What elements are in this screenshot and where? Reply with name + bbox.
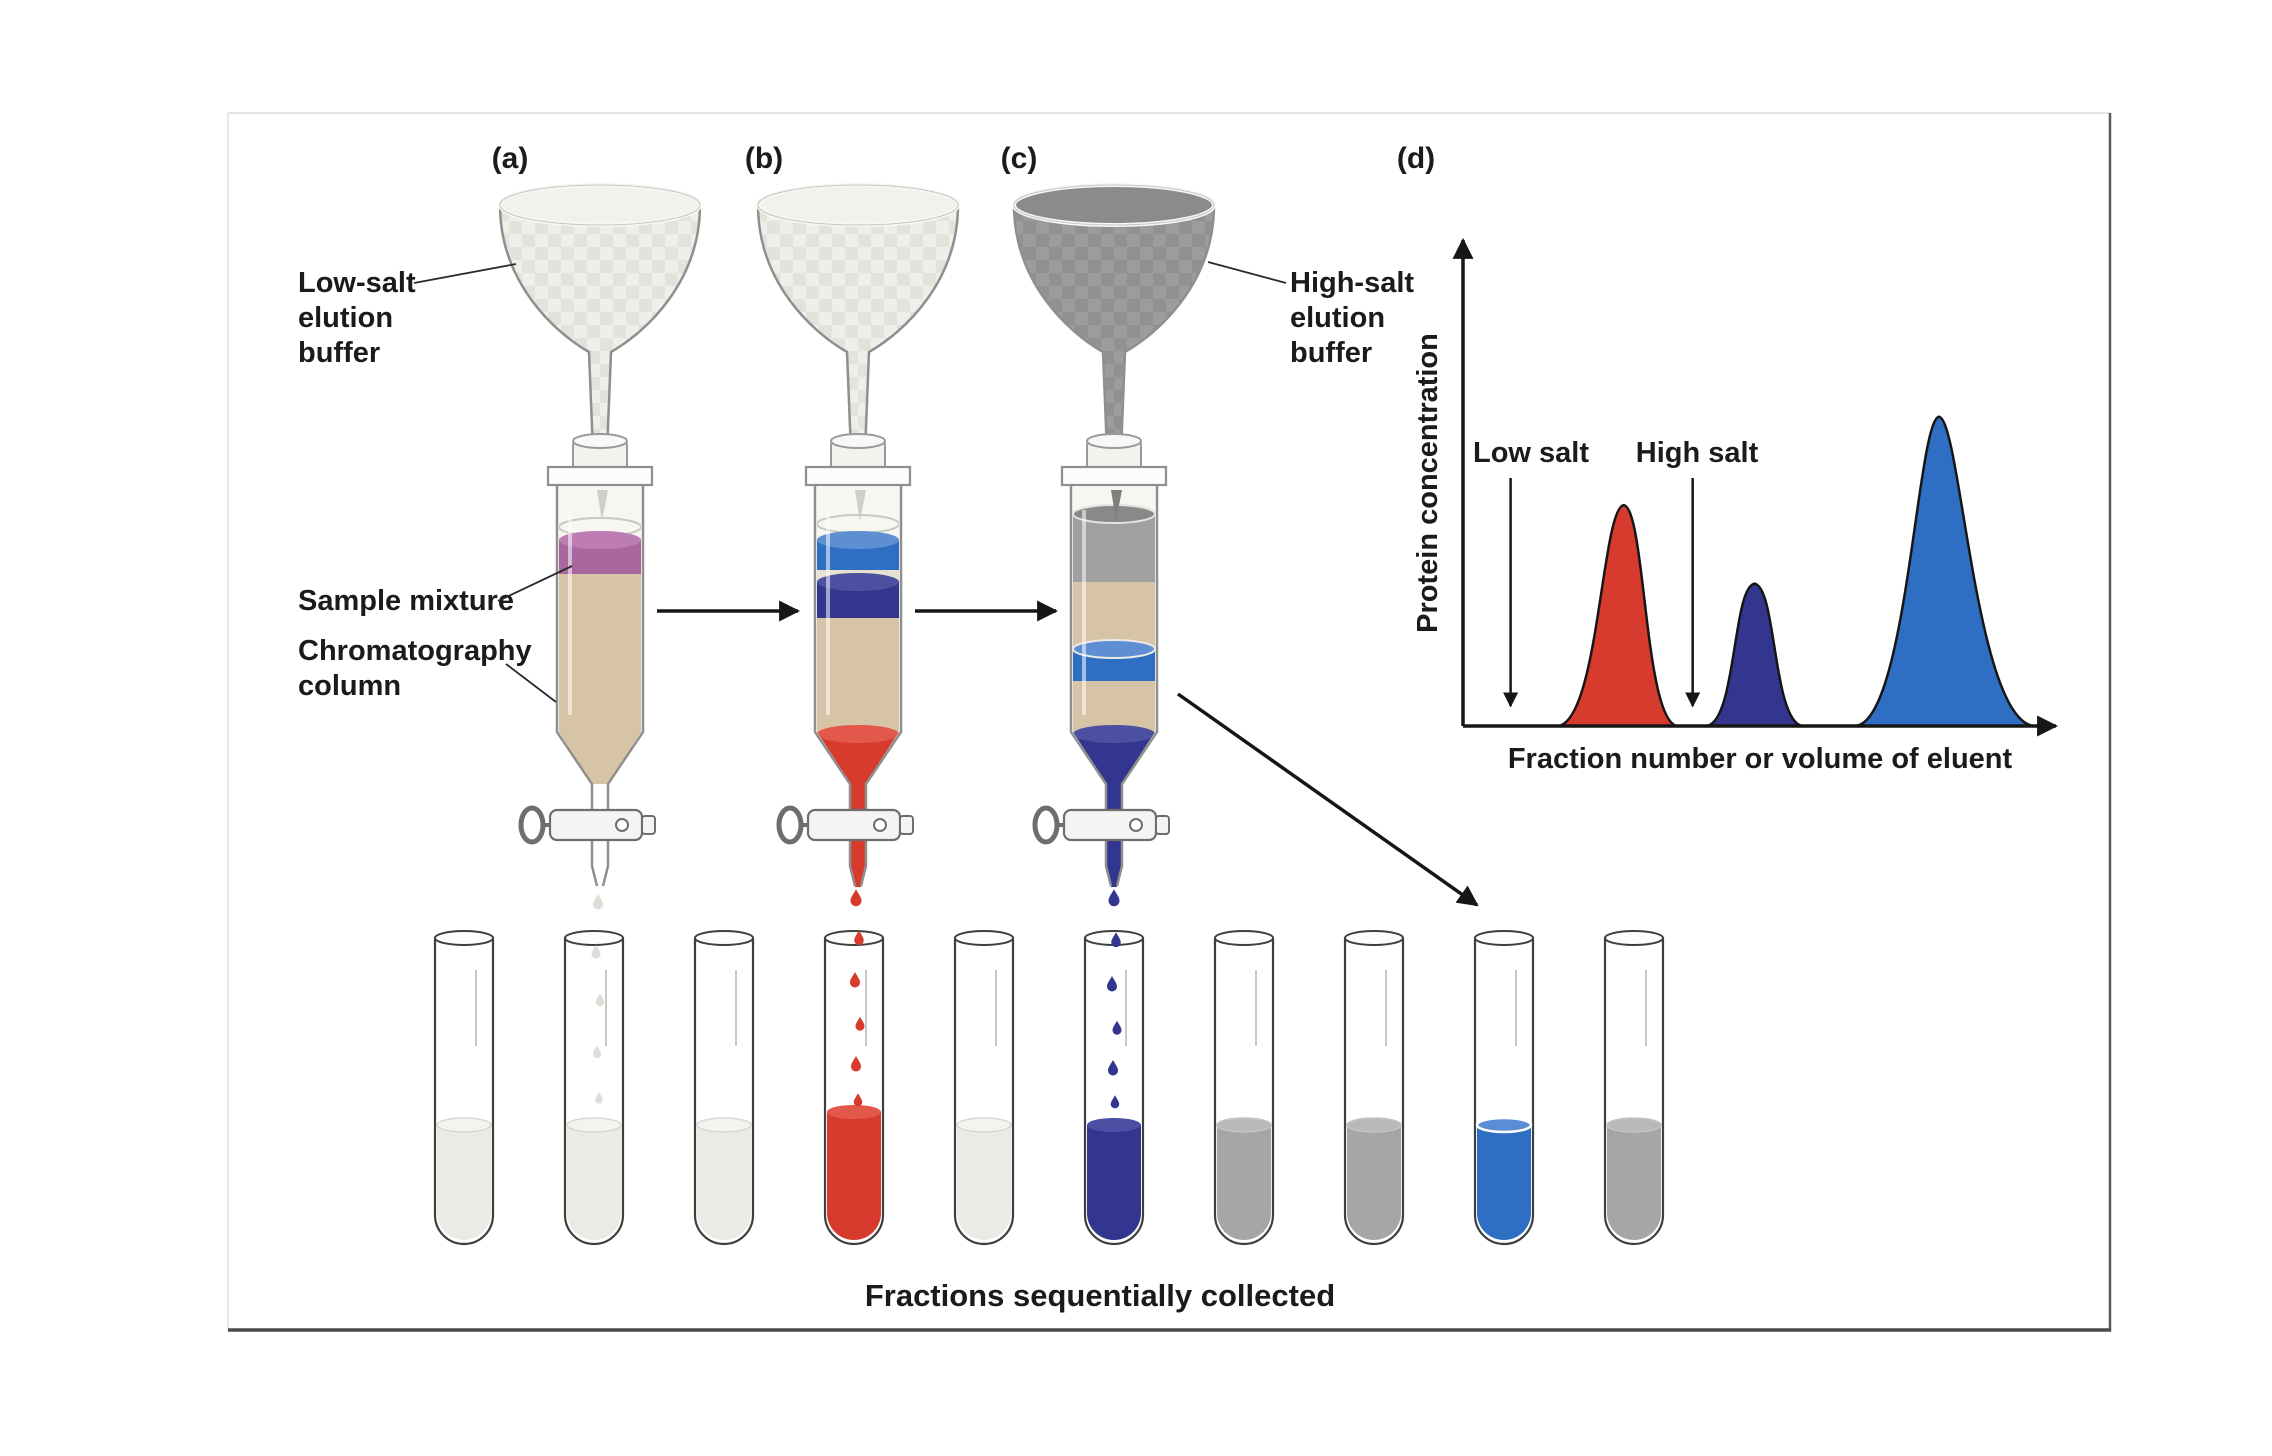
funnel-b-low-salt-buffer bbox=[758, 205, 958, 452]
callout-chromatography-column: Chromatography column bbox=[298, 635, 557, 703]
chromatography-column-label-line2: column bbox=[298, 670, 401, 702]
column-a-contents bbox=[559, 487, 641, 784]
high-salt-buffer-label-line3: buffer bbox=[1290, 337, 1372, 369]
callout-low-salt-buffer: Low-salt elution buffer bbox=[298, 263, 517, 369]
high-salt-annotation-label: High salt bbox=[1636, 437, 1759, 469]
test-tube-9 bbox=[1473, 929, 1535, 1246]
y-axis-label: Protein concentration bbox=[1412, 333, 1444, 633]
funnel-a-low-salt-buffer bbox=[500, 205, 700, 452]
inlet-stream-c bbox=[1111, 490, 1122, 521]
test-tube-3 bbox=[693, 929, 755, 1246]
high-salt-buffer-label-line1: High-salt bbox=[1290, 267, 1414, 299]
chromatography-column-pointer bbox=[505, 663, 557, 703]
high-salt-buffer-layer bbox=[1073, 514, 1155, 582]
sample-mixture-pointer bbox=[497, 565, 573, 602]
arrow-c-to-fractions bbox=[1176, 692, 1479, 907]
figure-caption: Fractions sequentially collected bbox=[865, 1278, 1335, 1313]
low-salt-buffer-label-line2: elution bbox=[298, 302, 393, 334]
inlet-stream-b bbox=[855, 490, 866, 521]
apparatus-c bbox=[1014, 185, 1214, 887]
inlet-stream-a bbox=[597, 490, 608, 521]
chart-peak-dark-blue bbox=[1705, 582, 1804, 728]
test-tube-1 bbox=[433, 929, 495, 1246]
apparatus-a bbox=[500, 185, 700, 886]
test-tube-10 bbox=[1603, 929, 1665, 1246]
panel-label-b: (b) bbox=[745, 142, 783, 175]
chromatography-column-label-line1: Chromatography bbox=[298, 635, 532, 667]
low-salt-buffer-label-line3: buffer bbox=[298, 337, 380, 369]
funnel-b-surface bbox=[758, 185, 958, 225]
apparatus-b bbox=[758, 185, 958, 887]
column-c-matrix-upper bbox=[1073, 582, 1155, 649]
dark-blue-fraction bbox=[1087, 1125, 1141, 1240]
elution-profile-graph: Low salt High salt Protein concentration… bbox=[1412, 237, 2059, 775]
test-tube-5 bbox=[953, 929, 1015, 1246]
high-salt-buffer-pointer bbox=[1207, 261, 1287, 284]
panel-label-c: (c) bbox=[1001, 142, 1038, 175]
chart-peak-blue bbox=[1854, 415, 2036, 728]
fraction-tubes-row bbox=[433, 929, 1665, 1246]
panel-label-a: (a) bbox=[492, 142, 529, 175]
sample-mixture-label: Sample mixture bbox=[298, 585, 514, 617]
test-tube-4 bbox=[823, 929, 885, 1246]
x-axis-label: Fraction number or volume of eluent bbox=[1508, 743, 2013, 775]
panel-label-d: (d) bbox=[1397, 142, 1435, 175]
high-salt-buffer-label-line2: elution bbox=[1290, 302, 1385, 334]
funnel-c-high-salt-buffer bbox=[1014, 205, 1214, 452]
low-salt-buffer-label-line1: Low-salt bbox=[298, 267, 416, 299]
test-tube-8 bbox=[1343, 929, 1405, 1246]
funnel-a-surface bbox=[500, 185, 700, 225]
red-fraction bbox=[827, 1112, 881, 1240]
test-tube-6 bbox=[1083, 929, 1145, 1246]
test-tube-2 bbox=[563, 929, 625, 1246]
low-salt-buffer-pointer bbox=[413, 263, 517, 284]
low-salt-annotation-label: Low salt bbox=[1473, 437, 1589, 469]
callout-high-salt-buffer: High-salt elution buffer bbox=[1207, 261, 1414, 369]
column-a-matrix bbox=[559, 574, 641, 784]
figure-border bbox=[227, 112, 2112, 1332]
funnel-c-surface bbox=[1014, 185, 1214, 225]
blue-fraction bbox=[1477, 1125, 1531, 1240]
callout-sample-mixture: Sample mixture bbox=[298, 565, 573, 617]
column-b-matrix bbox=[817, 618, 899, 734]
test-tube-7 bbox=[1213, 929, 1275, 1246]
chart-peak-red bbox=[1556, 503, 1679, 728]
